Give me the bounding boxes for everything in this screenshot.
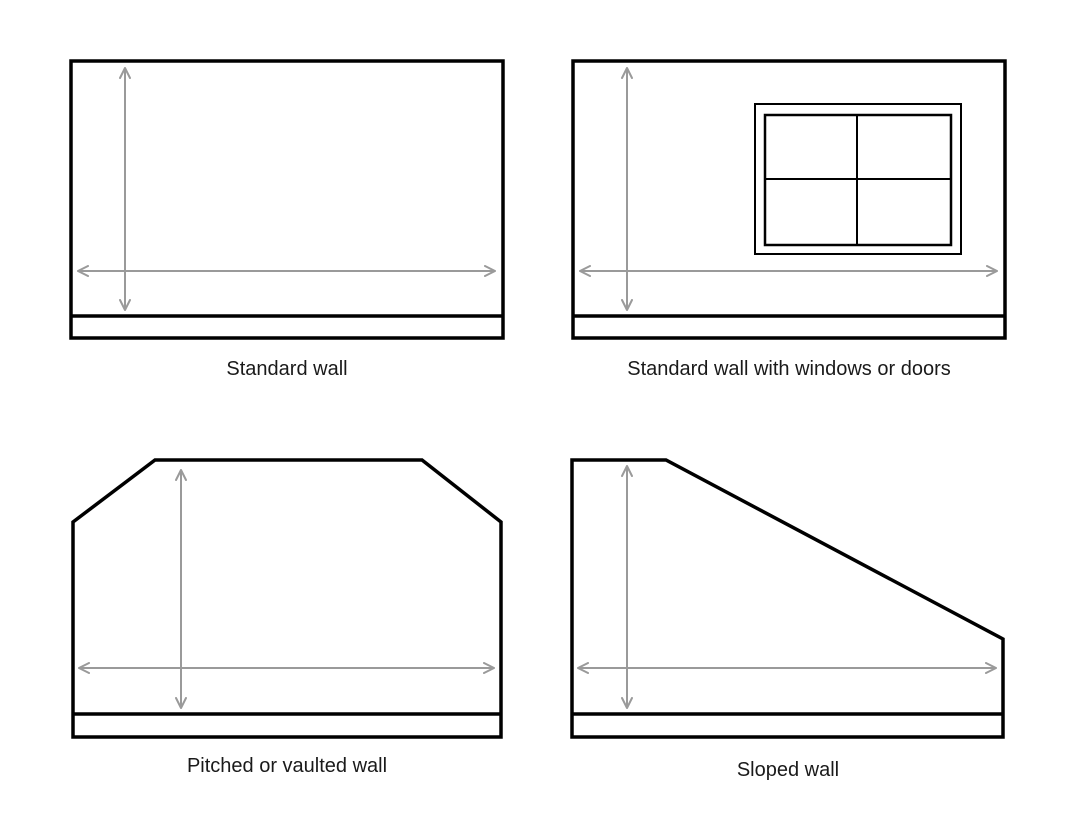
wall-outline (69, 59, 505, 340)
wall-outline (71, 458, 503, 739)
panel-caption: Sloped wall (737, 759, 839, 781)
panel-standard-wall-with-windows: Standard wall with windows or doors (571, 59, 1007, 380)
panel-standard-wall: Standard wall (69, 59, 505, 380)
panel-caption: Pitched or vaulted wall (187, 755, 387, 777)
wall-outline (570, 458, 1005, 739)
panel-pitched-or-vaulted-wall: Pitched or vaulted wall (71, 458, 503, 777)
panel-sloped-wall: Sloped wall (570, 458, 1005, 781)
panel-caption: Standard wall (226, 358, 347, 380)
panel-caption: Standard wall with windows or doors (627, 358, 951, 380)
window (754, 103, 962, 255)
